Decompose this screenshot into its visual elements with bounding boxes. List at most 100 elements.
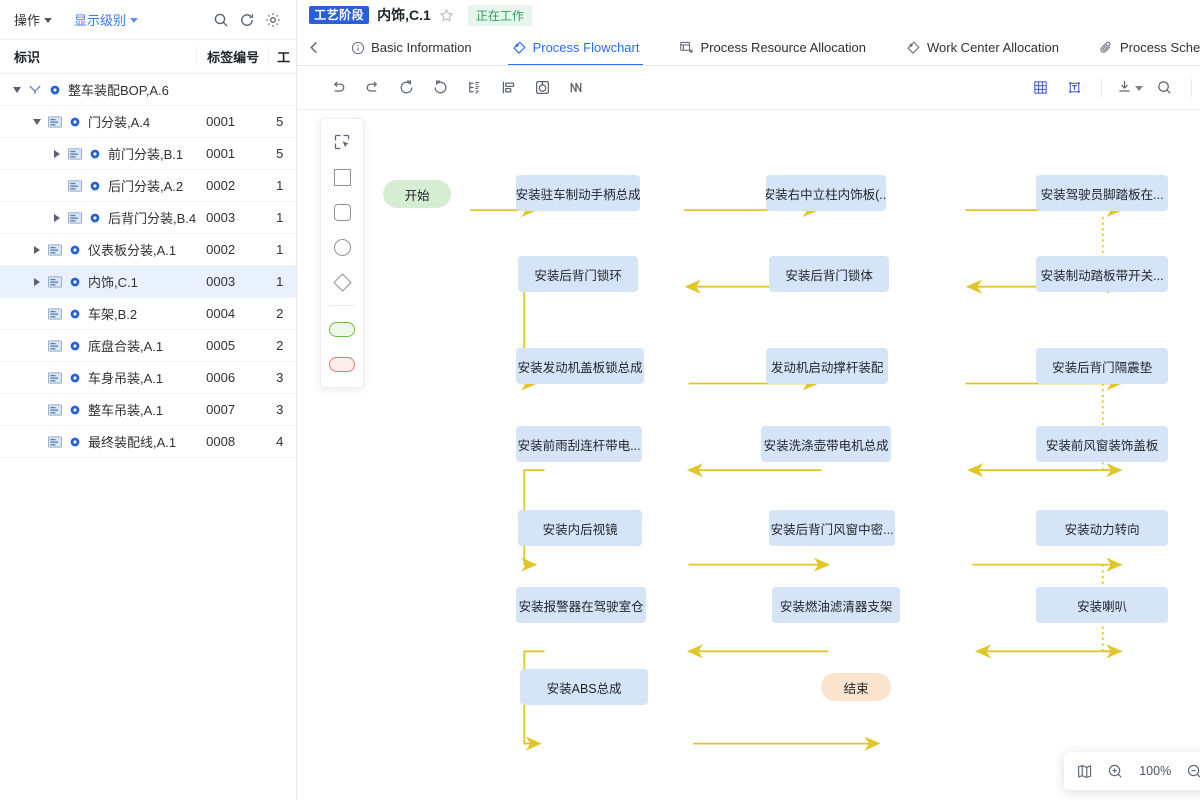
tag-number-cell: 0006 bbox=[206, 370, 236, 385]
flow-node[interactable]: 安装驾驶员脚踏板在... bbox=[1036, 175, 1169, 211]
start-pill-shape[interactable] bbox=[327, 314, 357, 344]
table-row[interactable]: 整车装配BOP,A.6 bbox=[0, 74, 297, 106]
chevron-left-icon[interactable] bbox=[297, 30, 331, 65]
flow-node[interactable]: 安装后背门风窗中密... bbox=[769, 510, 896, 546]
chevron-right-icon[interactable] bbox=[50, 211, 64, 225]
chevron-down-icon bbox=[130, 18, 139, 23]
settings-icon[interactable] bbox=[260, 7, 286, 33]
flow-node[interactable]: 安装洗涤壶带电机总成 bbox=[761, 426, 892, 462]
end-pill-shape[interactable] bbox=[327, 349, 357, 379]
stage-badge: 工艺阶段 bbox=[309, 6, 370, 24]
tab-process-resource-allocation[interactable]: Process Resource Allocation bbox=[659, 30, 885, 65]
refresh-icon[interactable] bbox=[234, 7, 260, 33]
star-icon[interactable] bbox=[439, 7, 454, 23]
flow-node[interactable]: 安装内后视镜 bbox=[518, 510, 643, 546]
chevron-right-icon[interactable] bbox=[50, 147, 64, 161]
rounded-square-shape[interactable] bbox=[327, 197, 357, 227]
toolbar-divider bbox=[1191, 78, 1193, 97]
minimap-icon[interactable] bbox=[1076, 763, 1093, 780]
tree-layout-icon[interactable] bbox=[457, 73, 491, 103]
chevron-down-icon[interactable] bbox=[30, 115, 44, 129]
tab-process-flowchart[interactable]: Process Flowchart bbox=[492, 30, 660, 65]
editor-toolbar: 保存 bbox=[297, 66, 1200, 110]
polyline-icon[interactable] bbox=[559, 73, 593, 103]
search-icon[interactable] bbox=[208, 7, 234, 33]
tree-node-label: 整车装配BOP,A.6 bbox=[68, 83, 169, 98]
tag-number-cell: 0004 bbox=[206, 306, 236, 321]
undo-icon[interactable] bbox=[321, 73, 355, 103]
zoom-in-icon[interactable] bbox=[1107, 763, 1124, 780]
flow-node[interactable]: 安装后背门锁体 bbox=[769, 256, 890, 292]
tree-node-cell: 车身吊装,A.1 bbox=[0, 368, 196, 387]
flow-node[interactable]: 安装前雨刮连杆带电... bbox=[516, 426, 643, 462]
process-count-cell: 5 bbox=[276, 114, 284, 129]
spacer-icon bbox=[30, 307, 44, 321]
grid-icon[interactable] bbox=[1023, 73, 1057, 103]
redo-icon[interactable] bbox=[355, 73, 389, 103]
select-pointer-icon[interactable] bbox=[327, 127, 357, 157]
tab-basic-information[interactable]: Basic Information bbox=[331, 30, 491, 65]
chevron-down-icon[interactable] bbox=[10, 83, 24, 97]
flow-node[interactable]: 安装报警器在驾驶室仓 bbox=[516, 587, 647, 623]
circle-shape[interactable] bbox=[327, 232, 357, 262]
spacer-icon bbox=[30, 339, 44, 353]
list-icon bbox=[46, 339, 64, 352]
flow-node[interactable]: 安装前风窗装饰盖板 bbox=[1036, 426, 1169, 462]
flow-node[interactable]: 安装驻车制动手柄总成 bbox=[516, 175, 641, 211]
flow-node[interactable]: 安装喇叭 bbox=[1036, 587, 1169, 623]
tree-node-label: 车身吊装,A.1 bbox=[88, 371, 164, 386]
flow-node[interactable]: 安装动力转向 bbox=[1036, 510, 1169, 546]
zoom-out-icon[interactable] bbox=[1186, 763, 1200, 780]
flow-node[interactable]: 安装后背门隔震垫 bbox=[1036, 348, 1169, 384]
search-icon[interactable] bbox=[1147, 73, 1181, 103]
tree-node-label: 最终装配线,A.1 bbox=[88, 435, 177, 450]
refresh-cw-icon[interactable] bbox=[423, 73, 457, 103]
group-icon[interactable] bbox=[525, 73, 559, 103]
flow-node[interactable]: 安装右中立柱内饰板(... bbox=[766, 175, 887, 211]
flow-node[interactable]: 开始 bbox=[383, 180, 452, 208]
download-button[interactable] bbox=[1112, 78, 1147, 98]
flow-node[interactable]: 安装ABS总成 bbox=[520, 669, 649, 705]
tree-node-label: 底盘合装,A.1 bbox=[88, 339, 164, 354]
tab-process-schematic[interactable]: Process Schematic bbox=[1079, 30, 1200, 65]
process-count-cell: 5 bbox=[276, 146, 284, 161]
status-dot-icon bbox=[47, 85, 63, 95]
flow-node[interactable]: 安装后背门锁环 bbox=[518, 256, 639, 292]
flow-node[interactable]: 结束 bbox=[821, 673, 892, 701]
flow-node[interactable]: 发动机启动撑杆装配 bbox=[766, 348, 889, 384]
align-left-icon[interactable] bbox=[491, 73, 525, 103]
refresh-ccw-icon[interactable] bbox=[389, 73, 423, 103]
square-shape[interactable] bbox=[327, 162, 357, 192]
diamond-shape[interactable] bbox=[327, 267, 357, 297]
tab-label: Process Resource Allocation bbox=[700, 40, 866, 55]
detail-panel: 工艺阶段 内饰,C.1 正在工作 Bas bbox=[297, 0, 1200, 800]
spacer-icon bbox=[50, 179, 64, 193]
zoom-level[interactable]: 100% bbox=[1139, 764, 1172, 778]
flow-node[interactable]: 安装发动机盖板锁总成 bbox=[516, 348, 645, 384]
chevron-right-icon[interactable] bbox=[30, 275, 44, 289]
flowchart-canvas[interactable]: 开始 安装驻车制动手柄总成 安装右中立柱内饰板(... 安装驾驶员脚踏板在... 安装制… bbox=[297, 110, 1200, 800]
tree-node-cell: 后门分装,A.2 bbox=[0, 176, 196, 195]
tab-work-center-allocation[interactable]: Work Center Allocation bbox=[886, 30, 1079, 65]
operation-menu[interactable]: 操作 bbox=[14, 10, 53, 29]
flow-node[interactable]: 安装制动踏板带开关... bbox=[1036, 256, 1169, 292]
shape-palette bbox=[320, 118, 365, 388]
fit-text-icon[interactable] bbox=[1057, 73, 1091, 103]
flow-node[interactable]: 安装燃油滤清器支架 bbox=[772, 587, 901, 623]
display-level-menu[interactable]: 显示级别 bbox=[74, 10, 139, 29]
chevron-right-icon[interactable] bbox=[30, 243, 44, 257]
status-badge: 正在工作 bbox=[467, 4, 532, 26]
list-icon bbox=[46, 435, 64, 448]
display-level-label: 显示级别 bbox=[74, 13, 127, 28]
